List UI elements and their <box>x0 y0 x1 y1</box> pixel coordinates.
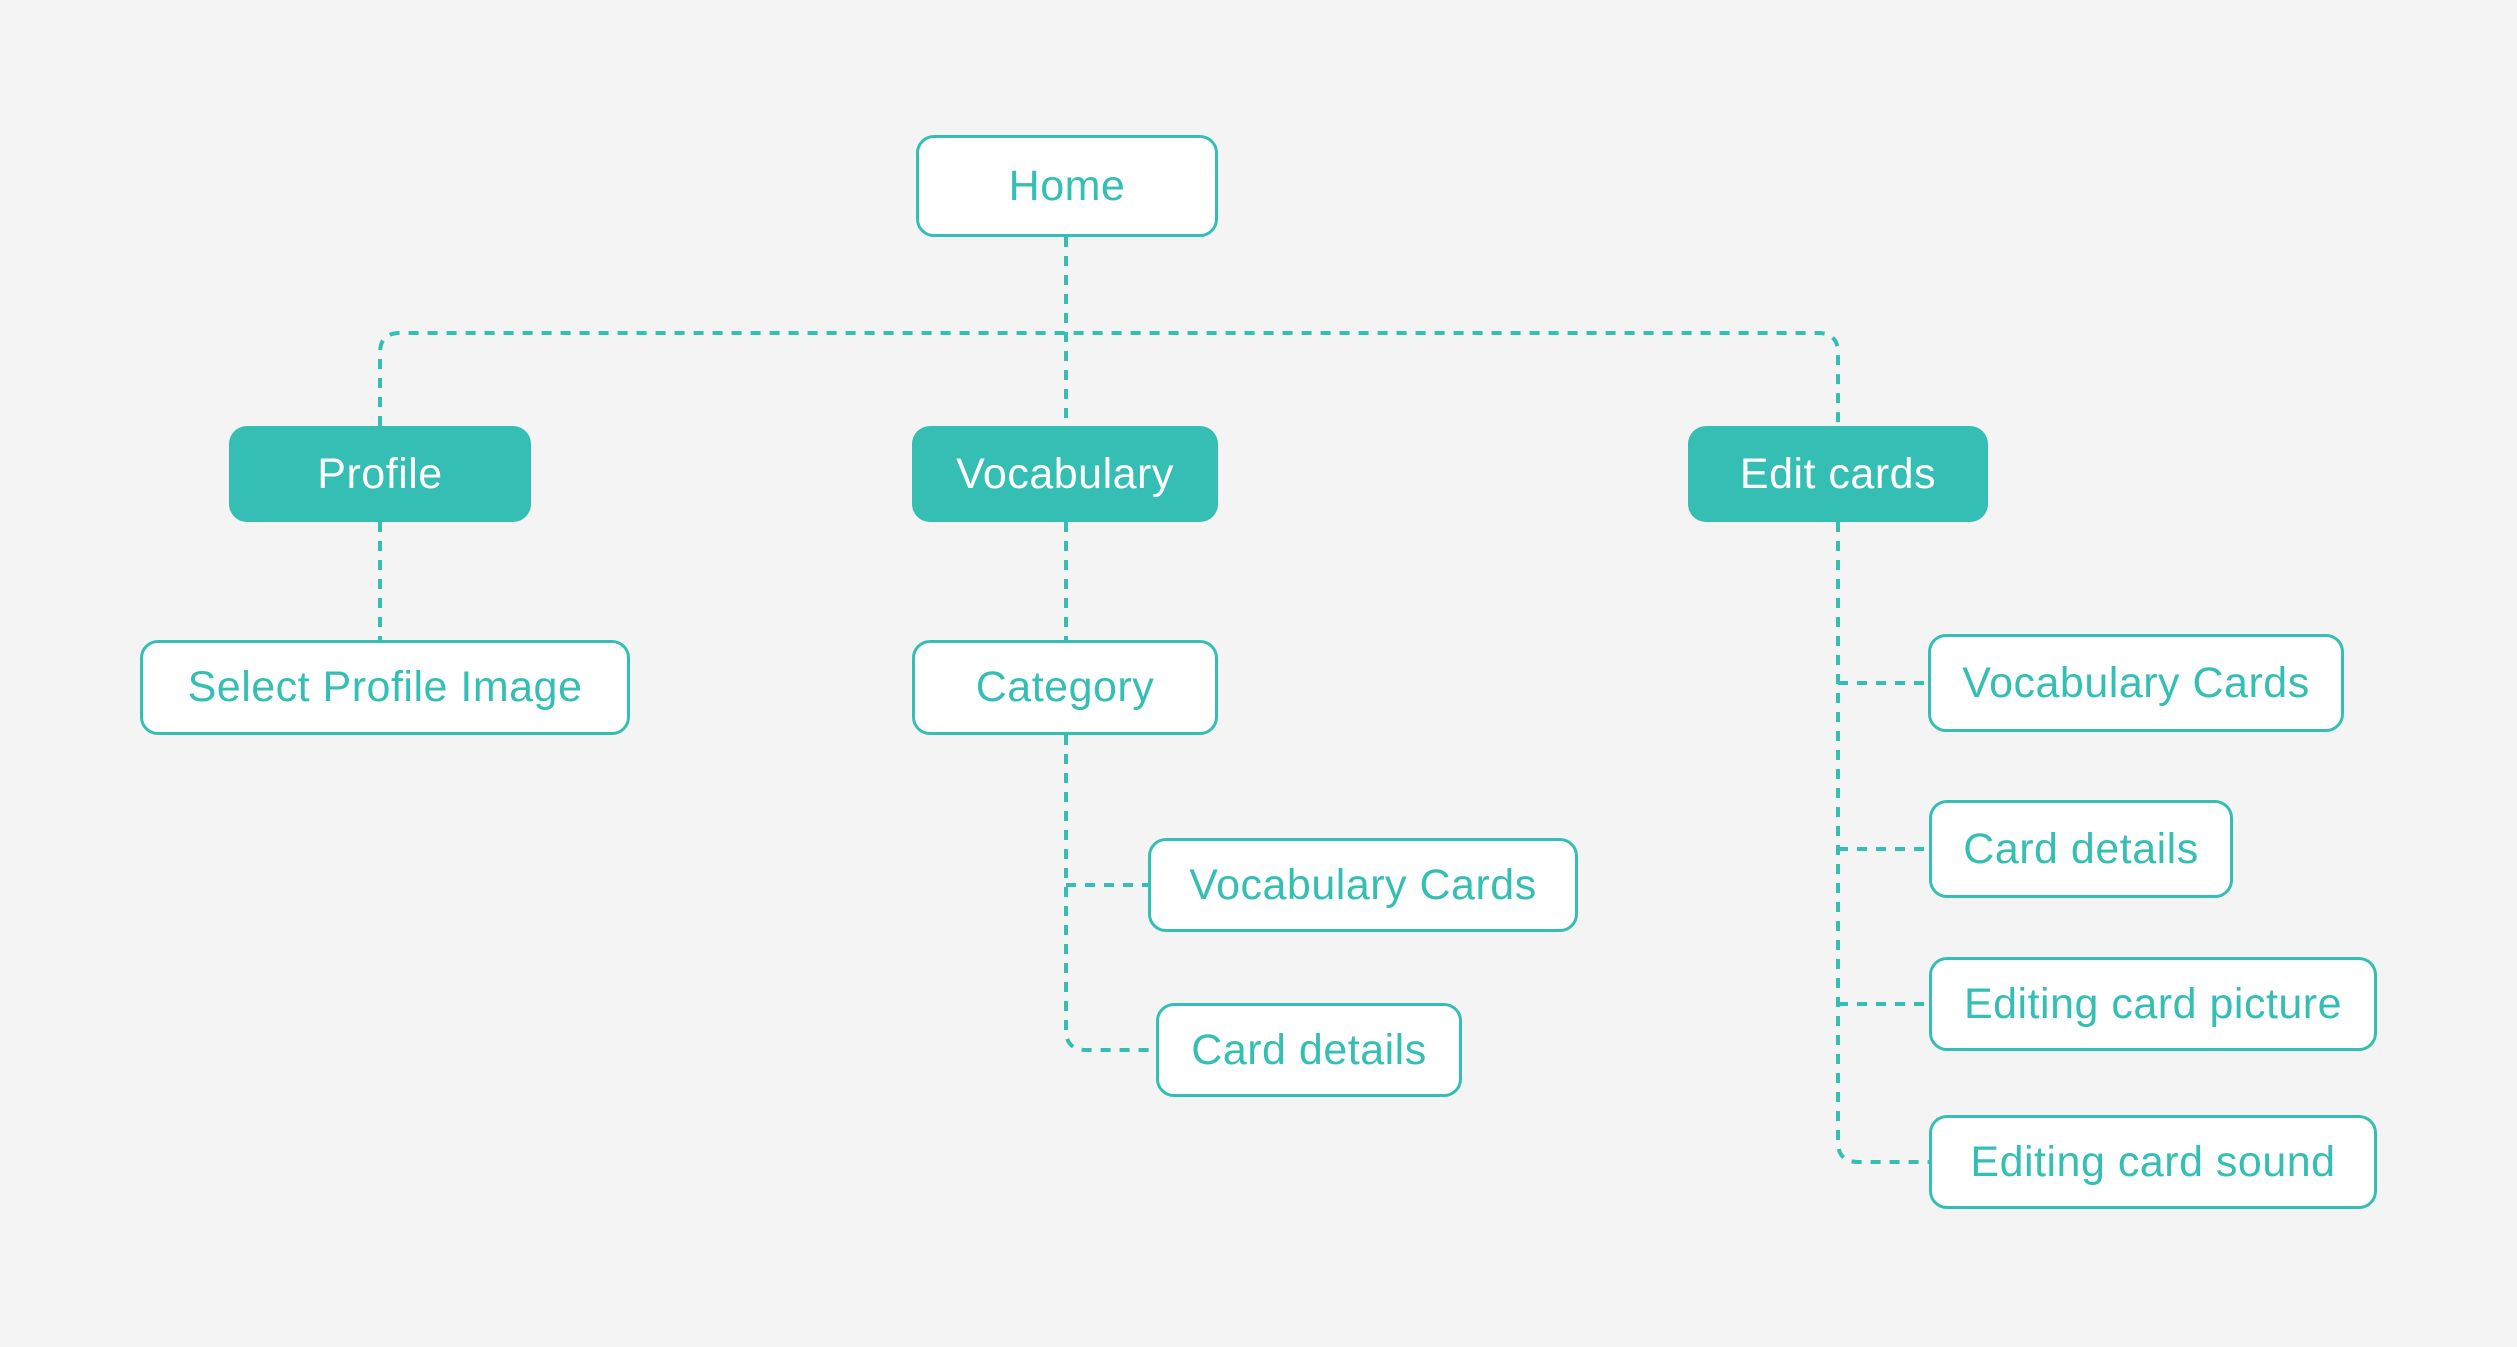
node-vocabulary-label: Vocabulary <box>956 449 1174 498</box>
node-profile[interactable]: Profile <box>229 426 531 522</box>
node-vocabulary-cards-under-edit-cards[interactable]: Vocabulary Cards <box>1928 634 2344 732</box>
node-vocabulary-cards-under-category-label: Vocabulary Cards <box>1189 860 1537 909</box>
node-category[interactable]: Category <box>912 640 1218 735</box>
node-card-details-under-category-label: Card details <box>1191 1025 1427 1074</box>
node-edit-cards[interactable]: Edit cards <box>1688 426 1988 522</box>
node-vocabulary[interactable]: Vocabulary <box>912 426 1218 522</box>
node-select-profile-image[interactable]: Select Profile Image <box>140 640 630 735</box>
connector-rail-profile-to-edit-cards <box>378 331 1840 426</box>
node-editing-card-picture[interactable]: Editing card picture <box>1929 957 2377 1051</box>
node-card-details-under-edit-cards[interactable]: Card details <box>1929 800 2233 898</box>
connector-edit-cards-to-editing-card-sound <box>1836 522 1929 1164</box>
node-select-profile-image-label: Select Profile Image <box>187 663 583 711</box>
node-editing-card-sound-label: Editing card sound <box>1970 1137 2336 1186</box>
node-home[interactable]: Home <box>916 135 1218 237</box>
node-card-details-under-edit-cards-label: Card details <box>1963 824 2199 873</box>
node-home-label: Home <box>1008 161 1126 210</box>
connector-category-to-card-details <box>1064 735 1156 1052</box>
node-vocabulary-cards-under-edit-cards-label: Vocabulary Cards <box>1962 658 2310 707</box>
node-category-label: Category <box>975 663 1155 711</box>
node-editing-card-picture-label: Editing card picture <box>1963 979 2343 1028</box>
node-card-details-under-category[interactable]: Card details <box>1156 1003 1462 1097</box>
node-edit-cards-label: Edit cards <box>1739 449 1937 498</box>
node-editing-card-sound[interactable]: Editing card sound <box>1929 1115 2377 1209</box>
node-profile-label: Profile <box>317 449 443 498</box>
node-vocabulary-cards-under-category[interactable]: Vocabulary Cards <box>1148 838 1578 932</box>
